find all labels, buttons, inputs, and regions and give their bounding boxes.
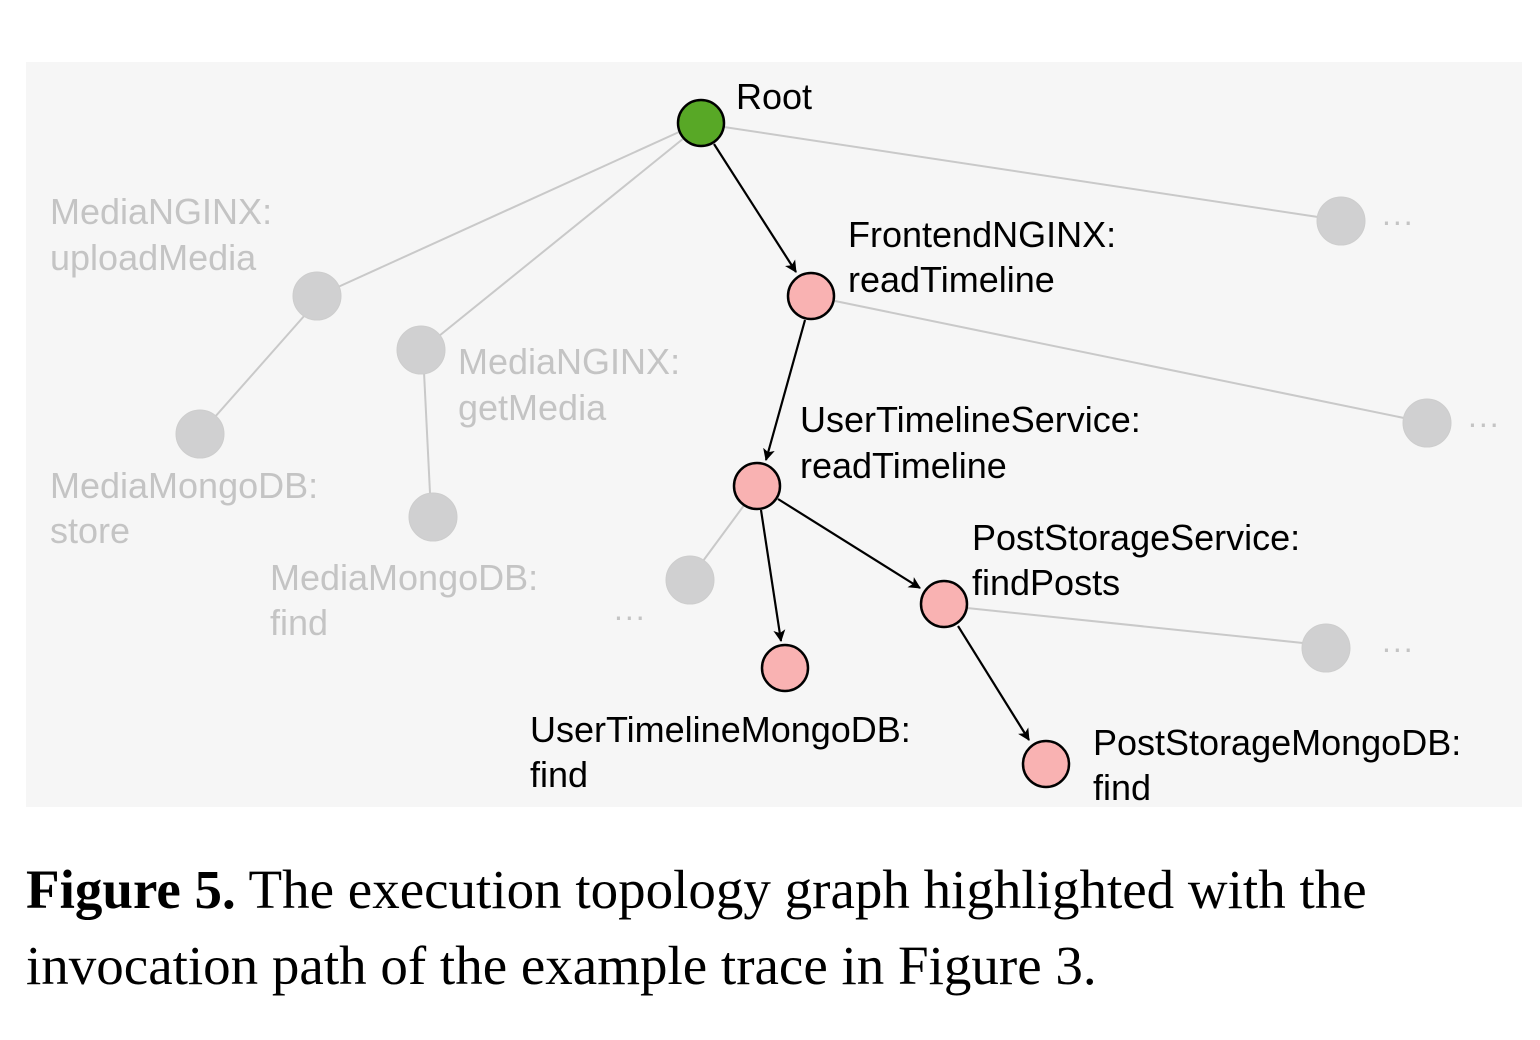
edge-root-frontend bbox=[713, 143, 797, 273]
node-user-timeline-other bbox=[665, 555, 715, 605]
label-post-storage-op: findPosts bbox=[972, 562, 1120, 603]
label-media-get-op: getMedia bbox=[458, 387, 607, 428]
edge-media-upload-store bbox=[213, 314, 306, 419]
label-media-mongo-store: MediaMongoDB: store bbox=[50, 465, 328, 551]
label-frontend-op: readTimeline bbox=[848, 259, 1055, 300]
label-frontend-service: FrontendNGINX: bbox=[848, 214, 1116, 255]
label-user-timeline-mongo-op: find bbox=[530, 754, 588, 795]
node-user-timeline-mongo bbox=[760, 643, 810, 693]
edge-frontend-user-timeline bbox=[763, 319, 807, 461]
label-post-storage: PostStorageService: findPosts bbox=[972, 517, 1310, 603]
edge-root-media-get bbox=[438, 137, 685, 337]
label-media-upload-op: uploadMedia bbox=[50, 237, 257, 278]
dimmed-edges bbox=[213, 126, 1405, 644]
label-user-timeline-op: readTimeline bbox=[800, 445, 1007, 486]
node-media-mongo-store bbox=[175, 409, 225, 459]
node-frontend-other bbox=[1402, 398, 1452, 448]
node-media-upload bbox=[292, 271, 342, 321]
figure-caption: Figure 5. The execution topology graph h… bbox=[26, 852, 1526, 1004]
node-frontend bbox=[786, 271, 836, 321]
edge-user-timeline-post-storage bbox=[777, 498, 921, 589]
label-user-timeline-service: UserTimelineService: bbox=[800, 399, 1141, 440]
node-root-other bbox=[1316, 196, 1366, 246]
node-post-storage bbox=[919, 579, 969, 629]
caption-text: The execution topology graph highlighted… bbox=[26, 859, 1367, 996]
highlighted-nodes bbox=[676, 98, 1071, 789]
label-root: Root bbox=[736, 76, 812, 117]
label-post-storage-mongo-service: PostStorageMongoDB: bbox=[1093, 722, 1461, 763]
label-media-mongo-store-service: MediaMongoDB: bbox=[50, 465, 318, 506]
label-media-mongo-store-op: store bbox=[50, 510, 130, 551]
node-root bbox=[676, 98, 726, 148]
label-media-get-service: MediaNGINX: bbox=[458, 341, 680, 382]
label-media-upload: MediaNGINX: uploadMedia bbox=[50, 191, 282, 278]
ellipsis-post-storage: ... bbox=[1382, 623, 1415, 659]
label-user-timeline: UserTimelineService: readTimeline bbox=[800, 399, 1151, 486]
label-user-timeline-mongo-service: UserTimelineMongoDB: bbox=[530, 709, 911, 750]
node-post-storage-mongo bbox=[1021, 739, 1071, 789]
label-media-get: MediaNGINX: getMedia bbox=[458, 341, 690, 428]
ellipsis-frontend: ... bbox=[1468, 398, 1501, 434]
edge-media-get-find bbox=[423, 371, 431, 494]
label-frontend: FrontendNGINX: readTimeline bbox=[848, 214, 1126, 300]
dimmed-nodes bbox=[175, 196, 1452, 673]
edge-user-timeline-other bbox=[702, 503, 746, 562]
highlighted-edges bbox=[713, 143, 1030, 741]
edge-root-media-upload bbox=[337, 131, 680, 288]
label-post-storage-mongo-op: find bbox=[1093, 767, 1151, 808]
ellipsis-root: ... bbox=[1382, 196, 1415, 232]
label-media-mongo-find-service: MediaMongoDB: bbox=[270, 557, 538, 598]
caption-label: Figure 5. bbox=[26, 859, 236, 920]
label-post-storage-mongo: PostStorageMongoDB: find bbox=[1093, 722, 1471, 808]
edge-post-storage-mongo bbox=[957, 625, 1030, 741]
ellipsis-user-timeline: ... bbox=[614, 591, 647, 627]
node-media-get bbox=[396, 325, 446, 375]
node-user-timeline bbox=[732, 461, 782, 511]
label-media-mongo-find-op: find bbox=[270, 602, 328, 643]
label-media-mongo-find: MediaMongoDB: find bbox=[270, 557, 548, 643]
label-post-storage-service: PostStorageService: bbox=[972, 517, 1300, 558]
edge-root-other bbox=[723, 126, 1319, 218]
edge-frontend-other bbox=[834, 300, 1405, 419]
label-media-upload-service: MediaNGINX: bbox=[50, 191, 272, 232]
label-user-timeline-mongo: UserTimelineMongoDB: find bbox=[530, 709, 921, 795]
edge-post-storage-other bbox=[966, 607, 1304, 644]
topology-graph: Root FrontendNGINX: readTimeline UserTim… bbox=[50, 76, 1501, 808]
edge-user-timeline-mongo bbox=[759, 509, 786, 642]
node-post-storage-other bbox=[1301, 623, 1351, 673]
node-media-mongo-find bbox=[408, 492, 458, 542]
